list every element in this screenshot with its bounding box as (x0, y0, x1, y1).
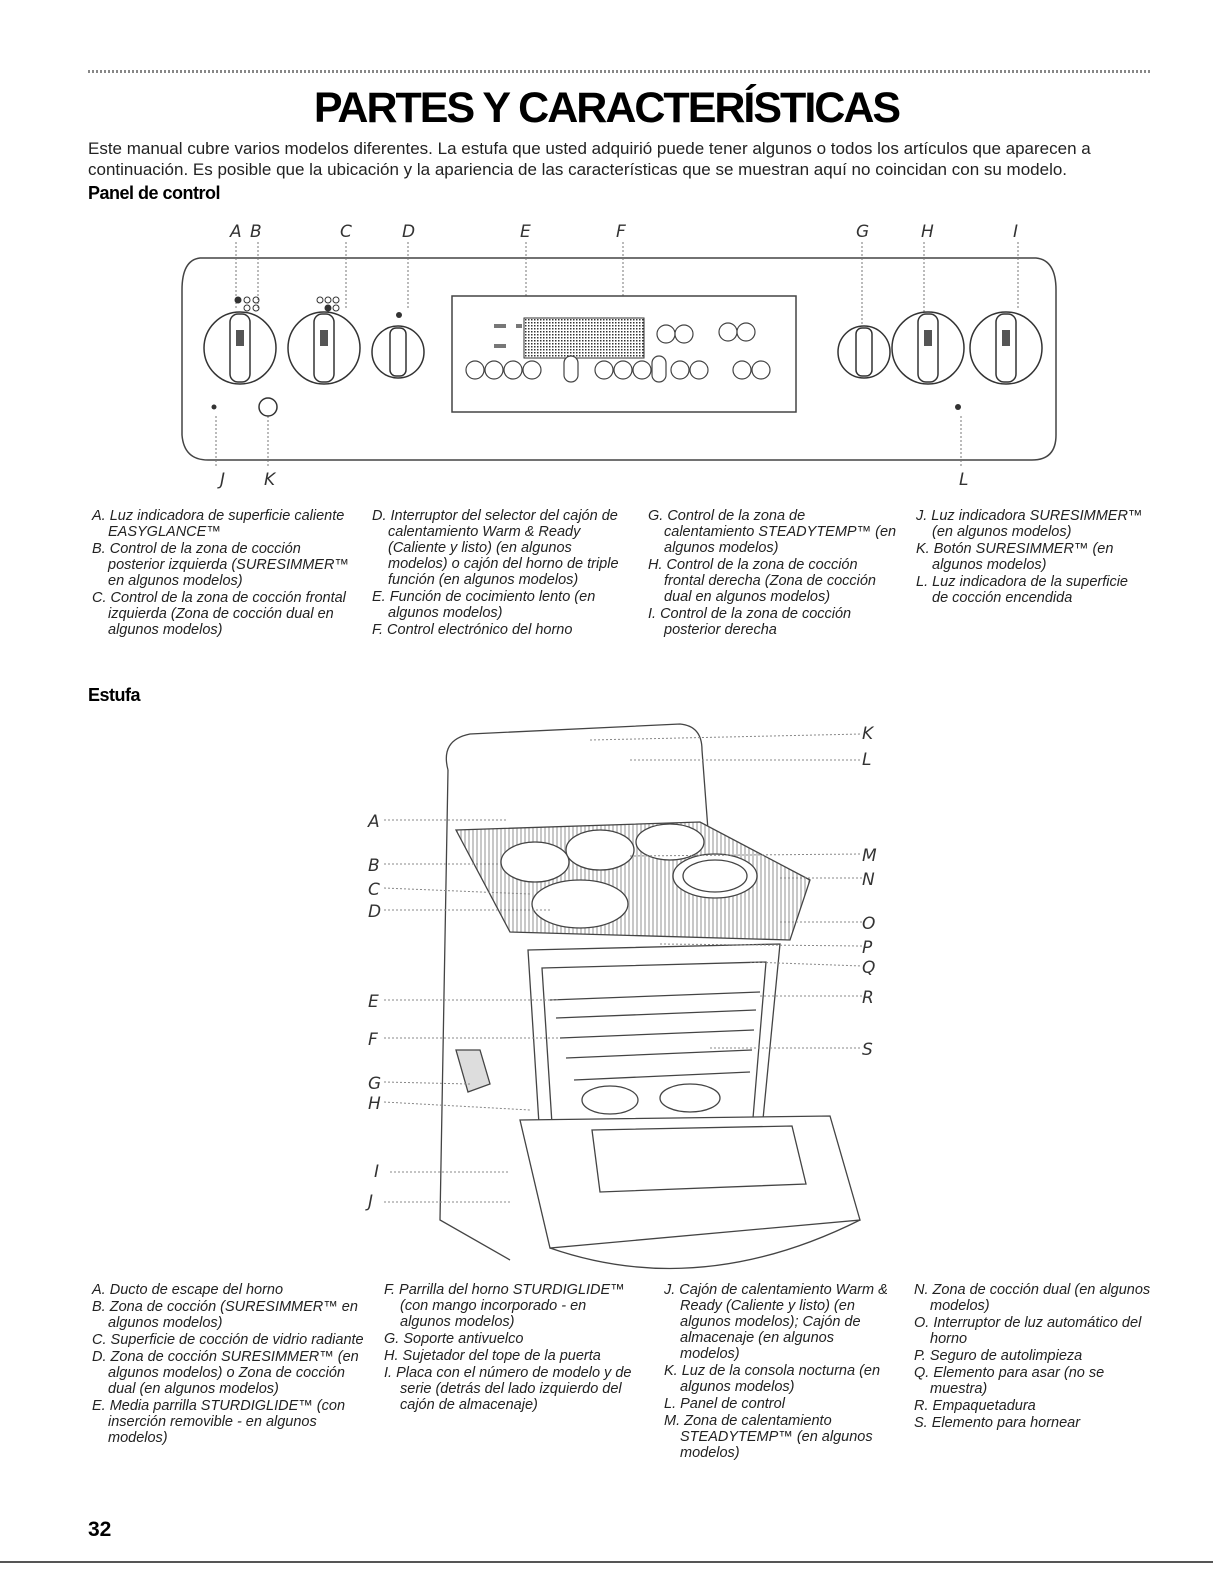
panel-list-column-2: D. Interruptor del selector del cajón de… (372, 508, 634, 639)
stove-letter-f: F (368, 1030, 378, 1050)
stove-letter-h: H (368, 1094, 381, 1114)
stove-item-a: A. Ducto de escape del horno (92, 1282, 284, 1298)
panel-item-d: D. Interruptor del selector del cajón de… (372, 508, 619, 588)
stove-list-column-4: N. Zona de cocción dual (en algunos mode… (914, 1282, 1154, 1432)
stove-letter-b: B (368, 856, 380, 876)
panel-list-column-3: G. Control de la zona de calentamiento S… (648, 508, 898, 639)
stove-letter-j: J (368, 1192, 374, 1212)
page-title: PARTES Y CARACTERÍSTICAS (313, 84, 901, 132)
panel-item-a: A. Luz indicadora de superficie caliente… (92, 508, 345, 540)
stove-list-column-1: A. Ducto de escape del horno B. Zona de … (92, 1282, 372, 1447)
panel-item-h: H. Control de la zona de cocción frontal… (648, 557, 876, 605)
panel-letter-l: L (959, 470, 969, 490)
panel-item-f: F. Control electrónico del horno (372, 622, 573, 638)
stove-item-e: E. Media parrilla STURDIGLIDE™ (con inse… (92, 1398, 346, 1446)
panel-item-e: E. Función de cocimiento lento (en algun… (372, 589, 596, 621)
stove-letter-o: O (862, 914, 876, 934)
panel-item-l: L. Luz indicadora de la superficie de co… (916, 574, 1128, 606)
stove-item-g: G. Soporte antivuelco (384, 1331, 524, 1347)
panel-item-k: K. Botón SURESIMMER™ (en algunos modelos… (916, 541, 1114, 573)
stove-letter-a: A (368, 812, 380, 832)
panel-letter-e: E (520, 222, 531, 242)
stove-letter-i: I (374, 1162, 380, 1182)
panel-item-i: I. Control de la zona de cocción posteri… (648, 606, 852, 638)
stove-item-r: R. Empaquetadura (914, 1398, 1036, 1414)
stove-letter-n: N (862, 870, 875, 890)
stove-letter-g: G (368, 1074, 382, 1094)
panel-letter-k: K (264, 470, 276, 490)
stove-letter-r: R (862, 988, 874, 1008)
stove-item-c: C. Superficie de cocción de vidrio radia… (92, 1332, 364, 1348)
stove-letter-l: L (862, 750, 872, 770)
stove-item-q: Q. Elemento para asar (no se muestra) (914, 1365, 1105, 1397)
stove-letter-k: K (862, 724, 874, 744)
stove-item-m: M. Zona de calentamiento STEADYTEMP™ (en… (664, 1413, 873, 1461)
stove-list-column-2: F. Parrilla del horno STURDIGLIDE™ (con … (384, 1282, 636, 1414)
panel-letter-g: G (856, 222, 870, 242)
stove-letter-q: Q (862, 958, 876, 978)
stove-letter-e: E (368, 992, 379, 1012)
stove-item-b: B. Zona de cocción (SURESIMMER™ en algun… (92, 1299, 358, 1331)
panel-letter-c: C (340, 222, 352, 242)
panel-letter-d: D (402, 222, 416, 242)
control-panel-illustration (181, 242, 1057, 468)
stove-item-f: F. Parrilla del horno STURDIGLIDE™ (con … (384, 1282, 625, 1330)
stove-item-p: P. Seguro de autolimpieza (914, 1348, 1083, 1364)
stove-letter-d: D (368, 902, 382, 922)
control-panel-heading: Panel de control (88, 183, 221, 203)
stove-illustration (383, 723, 863, 1270)
stove-item-l: L. Panel de control (664, 1396, 785, 1412)
panel-item-c: C. Control de la zona de cocción frontal… (92, 590, 346, 638)
page-number: 32 (88, 1518, 112, 1541)
stove-item-n: N. Zona de cocción dual (en algunos mode… (914, 1282, 1151, 1314)
stove-item-h: H. Sujetador del tope de la puerta (384, 1348, 601, 1364)
panel-list-column-4: J. Luz indicadora SURESIMMER™ (en alguno… (916, 508, 1148, 607)
stove-item-o: O. Interruptor de luz automático del hor… (914, 1315, 1142, 1347)
stove-letter-s: S (862, 1040, 873, 1060)
panel-item-b: B. Control de la zona de cocción posteri… (92, 541, 349, 589)
panel-item-g: G. Control de la zona de calentamiento S… (648, 508, 897, 556)
panel-letter-b: B (250, 222, 262, 242)
top-rule (88, 70, 1150, 73)
bottom-rule (0, 1561, 1213, 1563)
panel-item-j: J. Luz indicadora SURESIMMER™ (en alguno… (916, 508, 1143, 540)
panel-letter-f: F (616, 222, 626, 242)
panel-list-column-1: A. Luz indicadora de superficie caliente… (92, 508, 352, 639)
panel-letter-h: H (921, 222, 934, 242)
stove-list-column-3: J. Cajón de calentamiento Warm & Ready (… (664, 1282, 896, 1462)
stove-item-k: K. Luz de la consola nocturna (en alguno… (664, 1363, 881, 1395)
stove-item-s: S. Elemento para hornear (914, 1415, 1081, 1431)
stove-letter-p: P (862, 938, 873, 958)
panel-letter-a: A (230, 222, 242, 242)
panel-letter-i: I (1013, 222, 1019, 242)
panel-letter-j: J (220, 470, 226, 490)
stove-letter-c: C (368, 880, 380, 900)
stove-item-d: D. Zona de cocción SURESIMMER™ (en algun… (92, 1349, 359, 1397)
stove-item-i: I. Placa con el número de modelo y de se… (384, 1365, 632, 1413)
stove-letter-m: M (862, 846, 877, 866)
intro-paragraph: Este manual cubre varios modelos diferen… (88, 139, 1091, 179)
stove-item-j: J. Cajón de calentamiento Warm & Ready (… (664, 1282, 888, 1362)
stove-heading: Estufa (88, 685, 141, 705)
